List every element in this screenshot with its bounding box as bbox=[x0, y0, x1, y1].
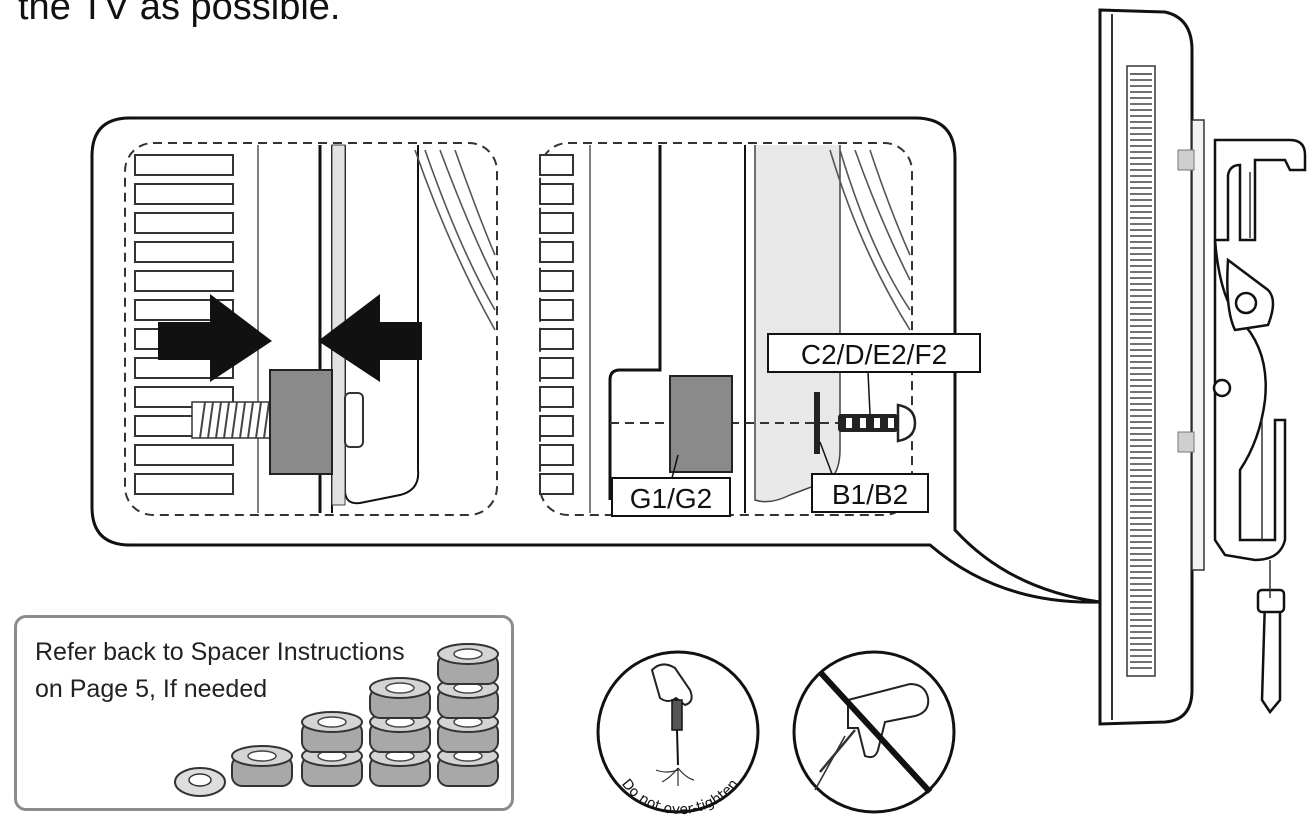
vent-slats bbox=[134, 154, 234, 495]
hand-screwdriver-icon: Do not over-tighten bbox=[596, 650, 760, 817]
push-arrow-left-icon bbox=[318, 294, 422, 382]
label-text-spacer: G1/G2 bbox=[630, 483, 712, 514]
label-spacer: G1/G2 bbox=[611, 477, 731, 517]
spacer-block bbox=[269, 369, 333, 475]
spacer-note-line-2: on Page 5, If needed bbox=[35, 675, 268, 703]
label-text-washer: B1/B2 bbox=[832, 479, 908, 510]
push-arrow-right-icon bbox=[158, 294, 272, 382]
label-text-washer-screw: C2/D/E2/F2 bbox=[801, 339, 947, 370]
left-detail-panel bbox=[124, 142, 498, 516]
tv-side-profile bbox=[1098, 8, 1307, 726]
washer bbox=[814, 392, 820, 454]
tv-vent-lines bbox=[1130, 79, 1152, 669]
screw bbox=[838, 403, 917, 443]
instruction-text: the TV as possible. bbox=[18, 0, 341, 28]
right-detail-panel bbox=[539, 142, 917, 516]
mount-bracket bbox=[1212, 138, 1307, 715]
label-washer-screw: C2/D/E2/F2 bbox=[767, 333, 981, 373]
spacer-note-text: Refer back to Spacer Instructions on Pag… bbox=[35, 634, 405, 708]
spacer-note-line-1: Refer back to Spacer Instructions bbox=[35, 638, 405, 666]
spacer-block-exploded bbox=[669, 375, 733, 473]
spacer-note-box: Refer back to Spacer Instructions on Pag… bbox=[14, 615, 514, 811]
no-power-drill-icon bbox=[792, 650, 956, 814]
label-washer: B1/B2 bbox=[811, 473, 929, 513]
